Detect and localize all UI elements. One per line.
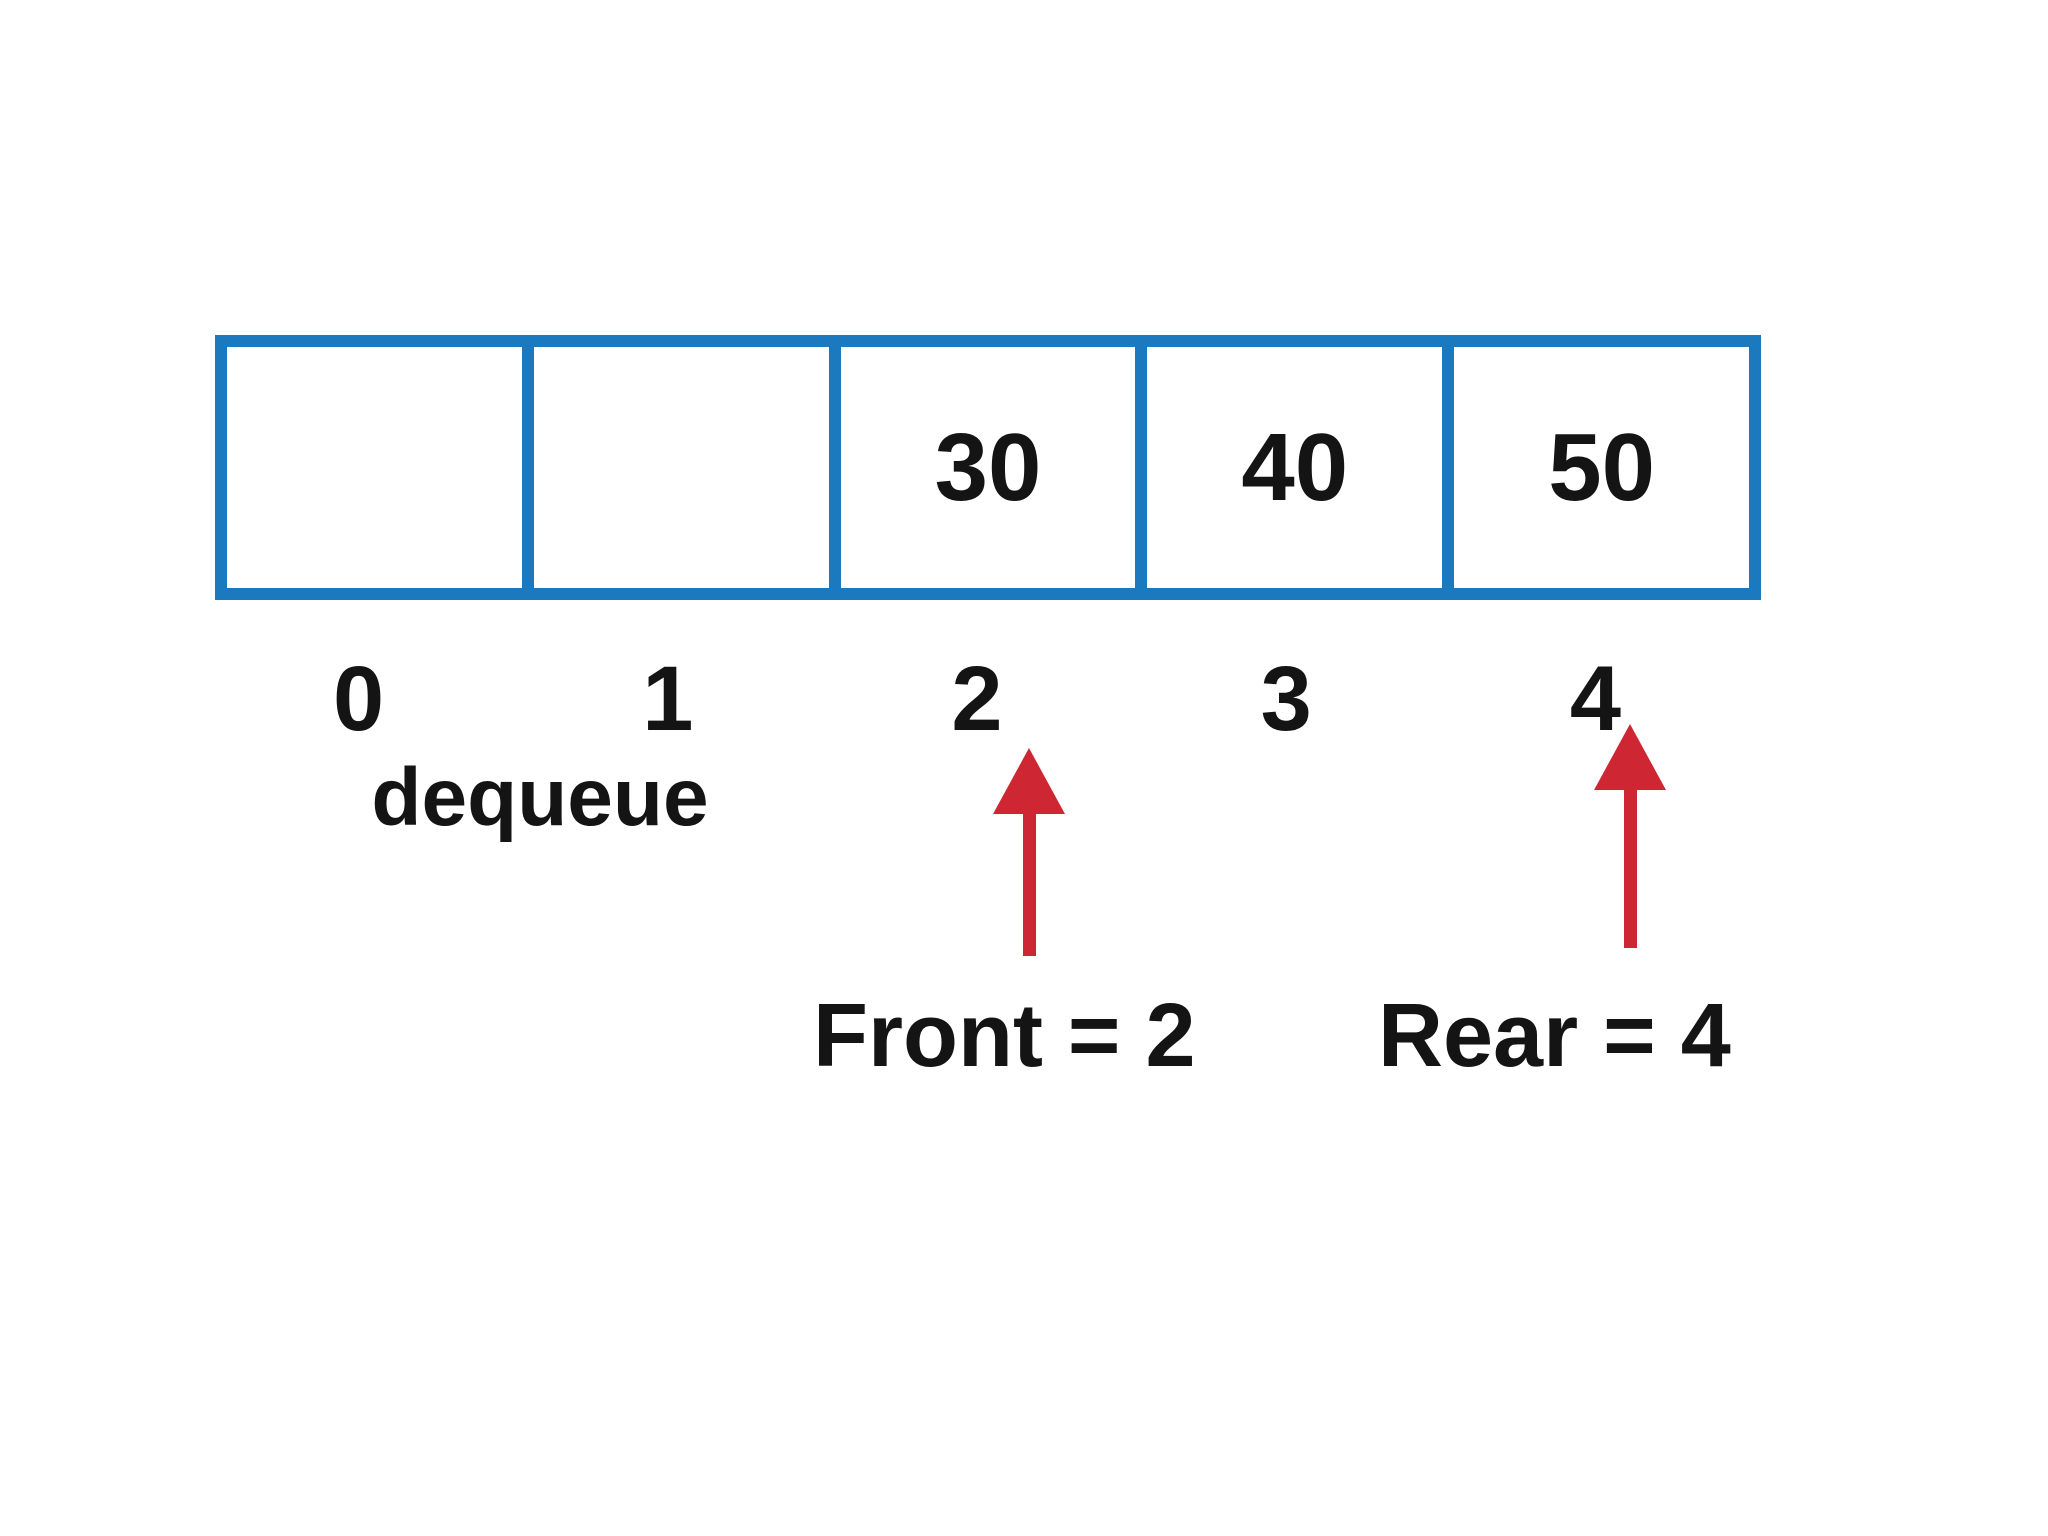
queue-cell-3: 40 xyxy=(1147,347,1455,588)
cell-value: 50 xyxy=(1548,413,1655,521)
queue-cell-0 xyxy=(227,347,534,588)
cell-value: 30 xyxy=(934,413,1042,521)
arrow-head xyxy=(1594,724,1666,790)
arrow-shaft xyxy=(1623,790,1637,948)
rear-pointer-label: Rear = 4 xyxy=(1378,986,1731,1086)
dequeue-operation-label: dequeue xyxy=(371,752,709,843)
arrow-shaft xyxy=(1022,814,1036,956)
index-label-1: 1 xyxy=(642,648,694,750)
index-row: 0 1 2 3 4 xyxy=(204,653,1750,745)
arrow-head xyxy=(993,748,1065,814)
queue-cell-1 xyxy=(534,347,841,588)
front-pointer-label: Front = 2 xyxy=(813,986,1196,1086)
cell-value: 40 xyxy=(1241,413,1349,521)
index-label-2: 2 xyxy=(951,648,1003,750)
queue-array: 30 40 50 xyxy=(215,335,1761,600)
rear-arrow-up-icon xyxy=(1594,724,1666,948)
index-label-0: 0 xyxy=(333,648,385,750)
index-label-3: 3 xyxy=(1260,648,1312,750)
queue-cell-4: 50 xyxy=(1454,347,1749,588)
queue-cell-2: 30 xyxy=(841,347,1148,588)
front-arrow-up-icon xyxy=(993,748,1065,956)
